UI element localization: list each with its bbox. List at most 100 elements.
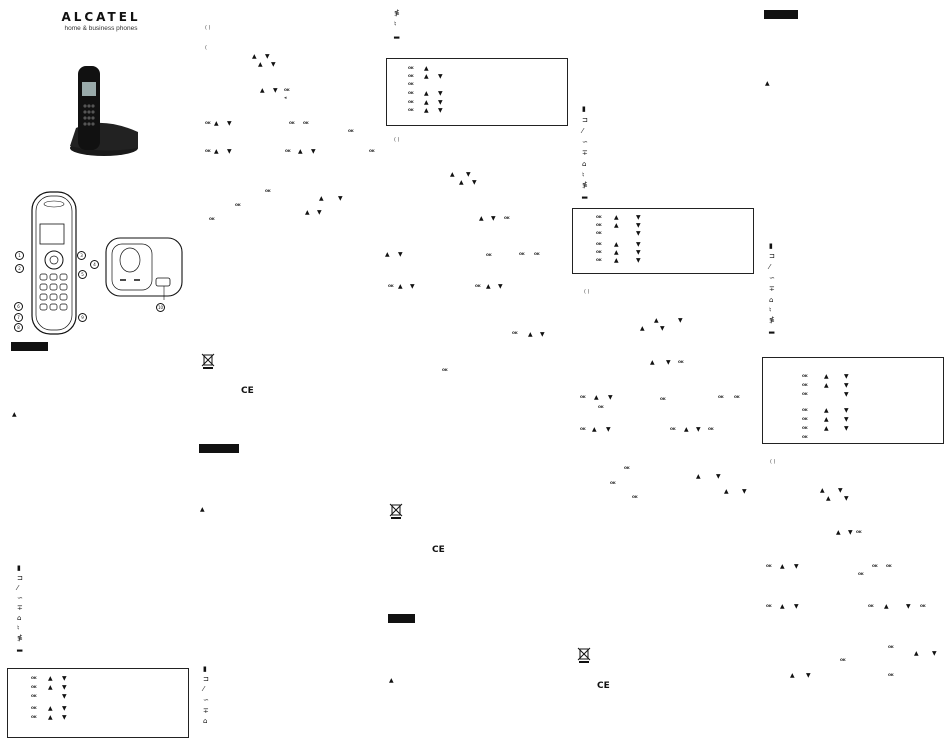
column-4: ▮ ⊐ ⁄ ∽ ∓ ⌂ ♮ ≸ ▂ OK ▲ ▼ OK ▲ ▼ OK ▼ OK … <box>572 0 758 740</box>
call-icon: ⁄ <box>582 127 584 135</box>
ok-key-icon: OK <box>205 149 211 153</box>
down-arrow-icon: ▼ <box>794 603 799 610</box>
antenna-icon: ▂ <box>17 644 23 652</box>
ok-key-icon: OK <box>475 284 481 288</box>
ok-key-icon: OK <box>486 253 492 257</box>
callout-1: 1 <box>15 251 24 260</box>
handset-icon: ⊐ <box>582 116 588 124</box>
up-arrow-icon: ▲ <box>486 283 491 290</box>
ok-key-icon: OK <box>408 82 414 86</box>
hang-up-icon: ∽ <box>203 696 209 704</box>
up-arrow-icon: ▲ <box>824 416 829 423</box>
callout-3: 3 <box>77 251 86 260</box>
down-arrow-icon: ▼ <box>636 249 641 256</box>
ok-key-icon: OK <box>718 395 724 399</box>
ok-key-icon: OK <box>596 223 602 227</box>
down-arrow-icon: ▼ <box>678 317 683 324</box>
ok-key-icon: OK <box>408 66 414 70</box>
up-arrow-icon: ▲ <box>252 53 257 60</box>
up-arrow-icon: ▲ <box>914 650 919 657</box>
ok-key-icon: OK <box>802 417 808 421</box>
ok-key-icon: OK <box>596 231 602 235</box>
warning-icon: ▲ <box>389 677 394 684</box>
phone-photo <box>70 66 138 156</box>
up-arrow-icon: ▲ <box>614 249 619 256</box>
ok-key-icon: OK <box>303 121 309 125</box>
down-arrow-icon: ▼ <box>844 407 849 414</box>
bell-icon: ⌂ <box>582 160 587 168</box>
down-arrow-icon: ▼ <box>540 331 545 338</box>
ink-speck: ( ) <box>394 137 400 143</box>
ce-mark: CE <box>432 545 445 555</box>
down-arrow-icon: ▼ <box>844 425 849 432</box>
section-header-tab <box>199 444 239 453</box>
ok-key-icon: OK <box>285 149 291 153</box>
down-arrow-icon: ▼ <box>906 603 911 610</box>
down-arrow-icon: ▼ <box>636 241 641 248</box>
callout-9: 9 <box>78 313 87 322</box>
ok-key-icon: OK <box>265 189 271 193</box>
signal-strength-icon: ∓ <box>769 285 775 293</box>
up-arrow-icon: ▲ <box>614 222 619 229</box>
down-arrow-icon: ▼ <box>410 283 415 290</box>
down-arrow-icon: ▼ <box>273 87 278 94</box>
ok-key-icon: OK <box>632 495 638 499</box>
up-arrow-icon: ▲ <box>884 603 889 610</box>
up-arrow-icon: ▲ <box>214 120 219 127</box>
up-arrow-icon: ▲ <box>298 148 303 155</box>
signal-strength-icon: ∓ <box>582 149 588 157</box>
up-arrow-icon: ▲ <box>424 99 429 106</box>
warning-icon: ▲ <box>200 506 205 513</box>
down-arrow-icon: ▼ <box>227 120 232 127</box>
down-arrow-icon: ▼ <box>696 426 701 433</box>
ok-key-icon: OK <box>886 564 892 568</box>
ok-key-icon: OK <box>442 368 448 372</box>
down-arrow-icon: ▼ <box>844 382 849 389</box>
up-arrow-icon: ▲ <box>696 473 701 480</box>
callout-4: 4 <box>90 260 99 269</box>
handset-icon: ⊐ <box>203 675 209 683</box>
ok-key-icon: OK <box>596 215 602 219</box>
up-arrow-icon: ▲ <box>459 179 464 186</box>
callout-2: 2 <box>15 264 24 273</box>
down-arrow-icon: ▼ <box>636 257 641 264</box>
down-arrow-icon: ▼ <box>660 325 665 332</box>
ok-key-icon: OK <box>388 284 394 288</box>
bell-icon: ⌂ <box>203 717 208 725</box>
down-arrow-icon: ▼ <box>466 171 471 178</box>
menu-table-box <box>572 208 754 274</box>
weee-bin-icon <box>577 647 591 663</box>
ok-key-icon: OK <box>872 564 878 568</box>
down-arrow-icon: ▼ <box>338 195 343 202</box>
brand-tagline: home & business phones <box>64 25 138 32</box>
antenna-icon: ▂ <box>394 31 400 39</box>
warning-icon: ▲ <box>12 411 17 418</box>
column-1: ALCATEL home & business phones <box>0 0 190 740</box>
ink-speck: ( ) <box>584 289 590 295</box>
up-arrow-icon: ▲ <box>48 714 53 721</box>
ok-key-icon: OK <box>802 392 808 396</box>
up-arrow-icon: ▲ <box>640 325 645 332</box>
down-arrow-icon: ▼ <box>438 73 443 80</box>
signal-strength-icon: ∓ <box>203 707 209 715</box>
ok-key-icon: OK <box>598 405 604 409</box>
handset-diagram <box>31 191 77 335</box>
down-arrow-icon: ▼ <box>438 99 443 106</box>
down-arrow-icon: ▼ <box>62 684 67 691</box>
up-arrow-icon: ▲ <box>48 675 53 682</box>
ringer-off-icon: ♮ <box>394 20 397 28</box>
up-arrow-icon: ▲ <box>305 209 310 216</box>
up-arrow-icon: ▲ <box>824 407 829 414</box>
up-arrow-icon: ▲ <box>824 425 829 432</box>
ok-key-icon: OK <box>31 685 37 689</box>
ok-key-icon: OK <box>408 74 414 78</box>
ok-key-icon: OK <box>888 673 894 677</box>
ok-key-icon: OK <box>766 604 772 608</box>
ok-key-icon: OK <box>660 397 666 401</box>
up-arrow-icon: ▲ <box>654 317 659 324</box>
up-arrow-icon: ▲ <box>424 73 429 80</box>
ok-key-icon: OK <box>235 203 241 207</box>
column-2: ( ) ( ▲ ▼ ▲ ▼ ▲ ▼ OK ◂ OK ▲ ▼ OK OK OK O… <box>195 0 380 740</box>
ok-key-icon: OK <box>504 216 510 220</box>
down-arrow-icon: ▼ <box>271 61 276 68</box>
